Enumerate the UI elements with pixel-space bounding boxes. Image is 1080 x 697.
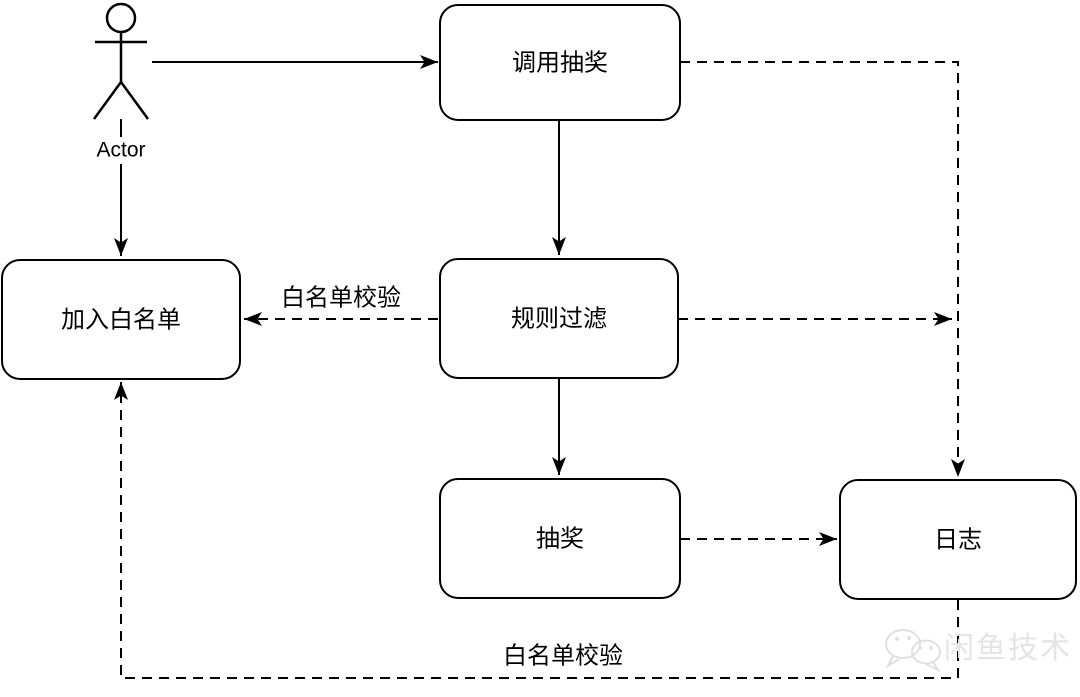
node-join-whitelist: 加入白名单 [1, 259, 241, 380]
node-join-whitelist-label: 加入白名单 [61, 306, 181, 333]
node-rule-filter-label: 规则过滤 [511, 305, 607, 332]
actor-head [105, 2, 137, 34]
actor-label-background [92, 137, 150, 164]
node-rule-filter-box [439, 258, 679, 379]
edge-log-to-join-whitelist [114, 382, 959, 679]
node-log: 日志 [839, 479, 1077, 600]
node-rule-filter: 规则过滤 [439, 258, 679, 379]
actor-figure: Actor [92, 2, 150, 164]
wechat-icon [885, 629, 941, 673]
edge-label-whitelist-check-bottom: 白名单校验 [503, 642, 623, 669]
edge-label-whitelist-check-mid: 白名单校验 [281, 284, 401, 311]
actor-label: Actor [96, 139, 145, 162]
node-call-lottery: 调用抽奖 [439, 4, 681, 121]
actor-leg-right [119, 81, 150, 120]
node-log-label: 日志 [934, 526, 982, 553]
node-join-whitelist-box [1, 259, 241, 380]
node-call-lottery-box [439, 4, 681, 121]
node-log-box [839, 479, 1077, 600]
watermark: 闲鱼技术 [885, 629, 1072, 673]
node-lottery: 抽奖 [439, 478, 681, 599]
actor-leg-left [92, 81, 123, 120]
watermark-text: 闲鱼技术 [944, 632, 1072, 665]
edge-call-lottery-to-log [680, 61, 965, 477]
node-call-lottery-label: 调用抽奖 [512, 49, 608, 76]
node-lottery-label: 抽奖 [536, 525, 584, 552]
node-lottery-box [439, 478, 681, 599]
